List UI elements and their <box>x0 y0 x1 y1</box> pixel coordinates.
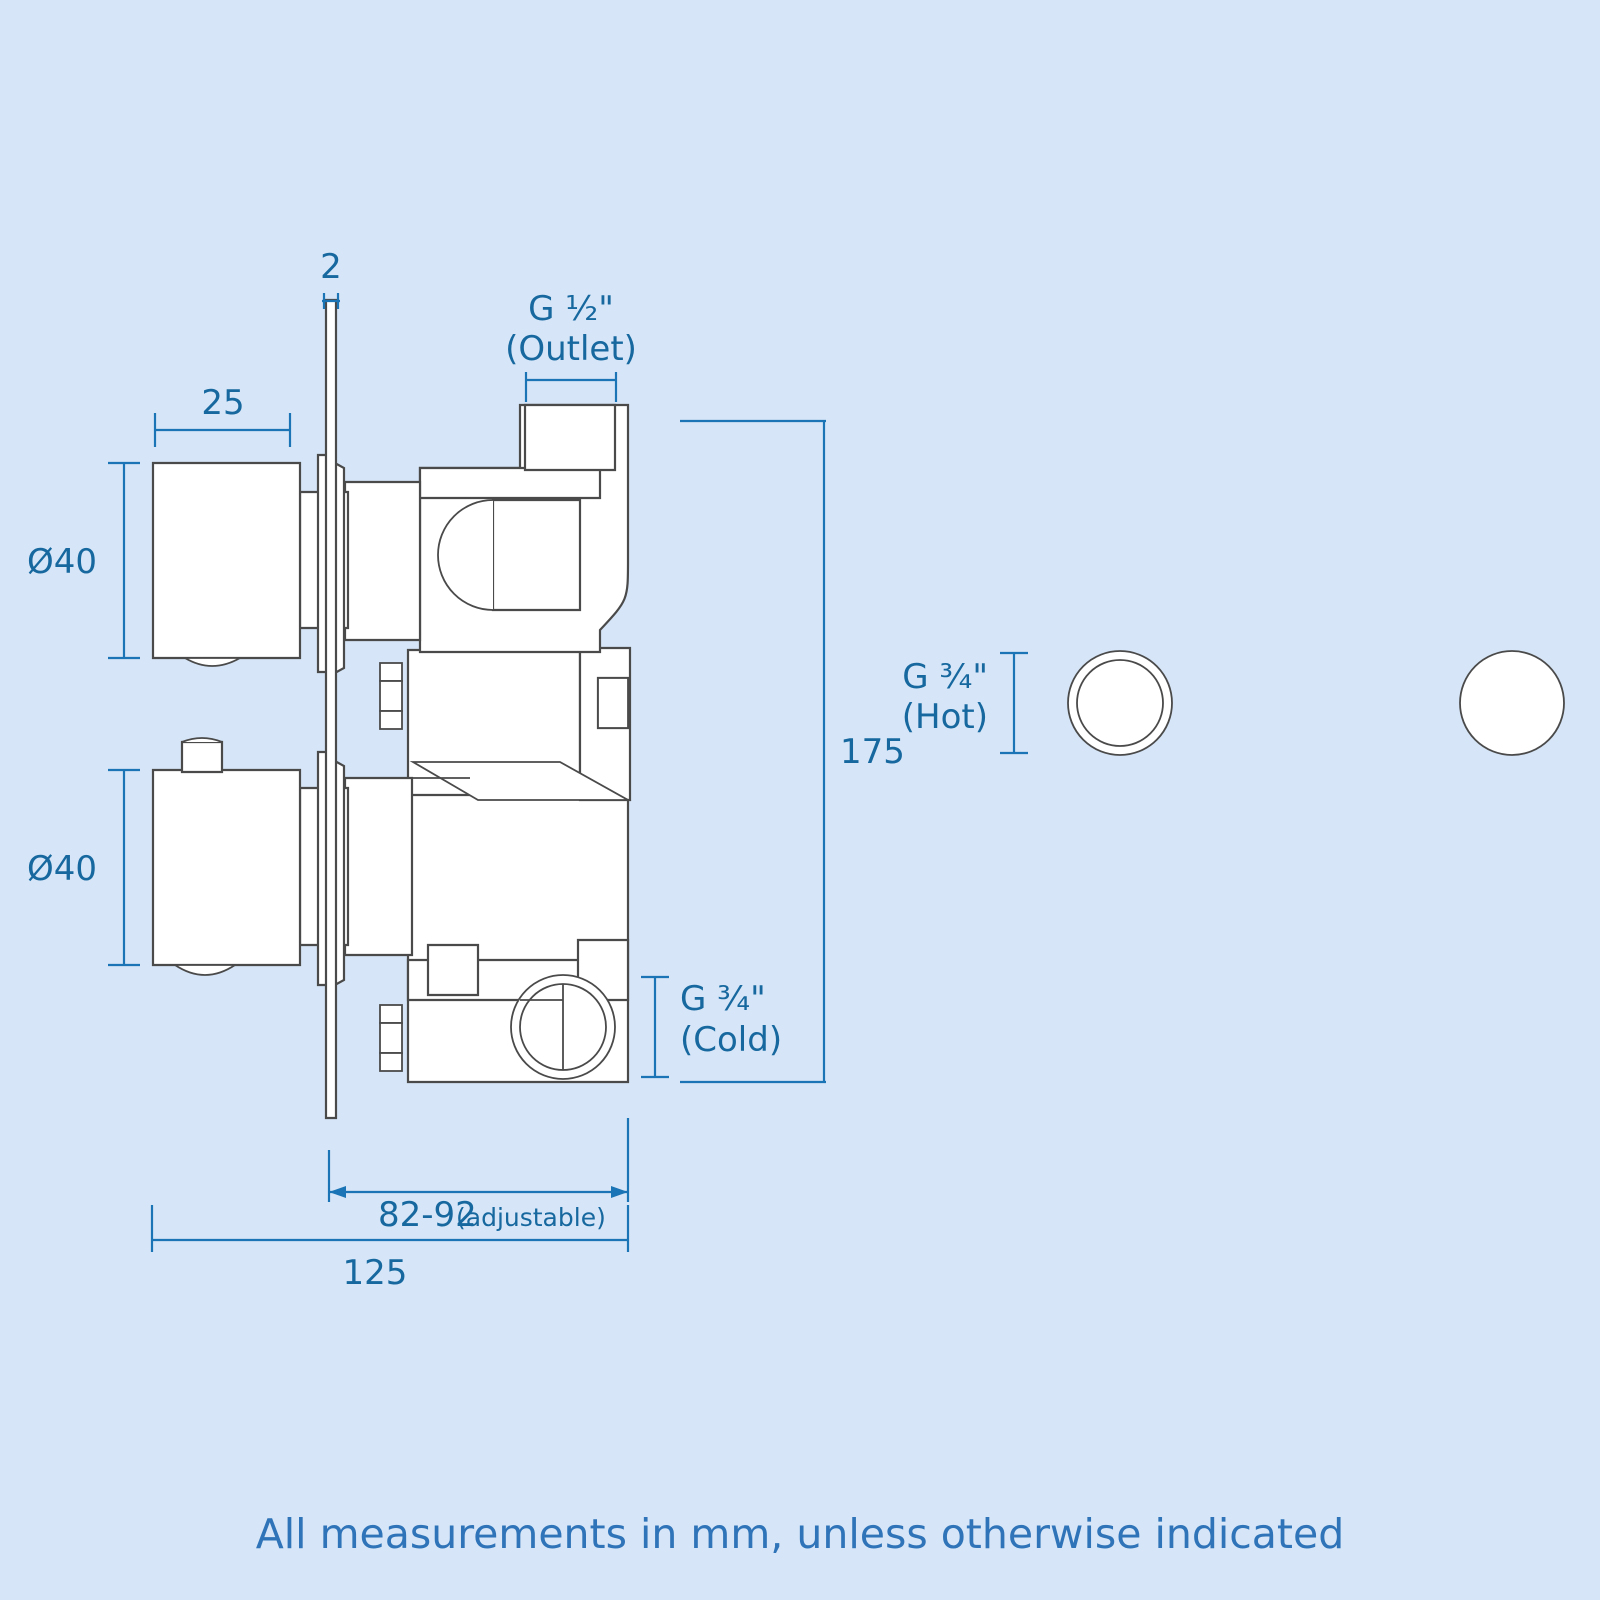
outlet-name-label: (Outlet) <box>505 329 637 369</box>
outlet-size-label: G ½" <box>528 289 614 329</box>
dim-175-label: 175 <box>840 732 905 772</box>
lower-knob-nub <box>180 740 224 774</box>
dim-outlet-port: G ½" (Outlet) <box>505 289 637 402</box>
wall-plate-line <box>324 298 338 1120</box>
dim-knob-diameter-bottom: Ø40 <box>27 768 140 967</box>
dim-diameter-bottom-label: Ø40 <box>27 849 97 889</box>
dim-125-label: 125 <box>343 1253 408 1293</box>
dim-plate-thickness-label: 2 <box>320 247 342 287</box>
hot-size-label: G ¾" <box>902 657 988 697</box>
outlet-riser <box>523 403 617 472</box>
dim-adjustable-depth: 82-92 (adjustable) <box>327 1118 630 1235</box>
cold-name-label: (Cold) <box>680 1020 782 1060</box>
dim-25-label: 25 <box>201 383 244 423</box>
upper-spindle-tube <box>343 480 422 642</box>
hot-port-inner-circle <box>1076 659 1164 747</box>
dim-diameter-top-label: Ø40 <box>27 542 97 582</box>
adjustable-arrow-left <box>329 1186 346 1198</box>
cold-inlet-tab <box>426 943 480 997</box>
body-upper-ledge <box>418 466 602 500</box>
dim-plate-thickness: 2 <box>320 247 342 309</box>
lower-thread-ribs <box>379 1004 403 1072</box>
hot-port-group <box>1067 650 1173 756</box>
adjustable-arrow-right <box>611 1186 628 1198</box>
body-notch <box>597 677 629 729</box>
body-chamfer-detail <box>409 761 632 801</box>
cold-size-label: G ¾" <box>680 979 766 1019</box>
upper-thread-ribs <box>379 662 403 730</box>
dim-adjustable-note: (adjustable) <box>456 1203 606 1232</box>
dim-hot-port: G ¾" (Hot) <box>902 651 1028 755</box>
dim-knob-diameter-top: Ø40 <box>27 461 140 660</box>
cartridge-arc-detail <box>437 499 494 611</box>
left-assembly-view <box>151 298 632 1120</box>
dim-handle-projection: 25 <box>153 383 292 447</box>
right-assembly-view <box>1459 650 1565 756</box>
dim-overall-depth: 125 <box>150 1205 630 1293</box>
lower-knob <box>151 768 302 967</box>
dim-82-92-label: 82-92 <box>378 1195 477 1235</box>
lower-knob-nub-top <box>181 737 223 743</box>
dim-cold-port: G ¾" (Cold) <box>641 975 782 1079</box>
dim-overall-height: 175 <box>680 419 905 1084</box>
measurements-caption: All measurements in mm, unless otherwise… <box>256 1510 1345 1558</box>
r-hot-port-outer <box>1459 650 1565 756</box>
upper-knob-indicator <box>181 657 244 667</box>
lower-knob-indicator <box>172 964 238 976</box>
cartridge-window <box>491 498 582 612</box>
lower-spindle-tube <box>343 776 414 957</box>
upper-knob <box>151 461 302 660</box>
hot-name-label: (Hot) <box>902 697 988 737</box>
